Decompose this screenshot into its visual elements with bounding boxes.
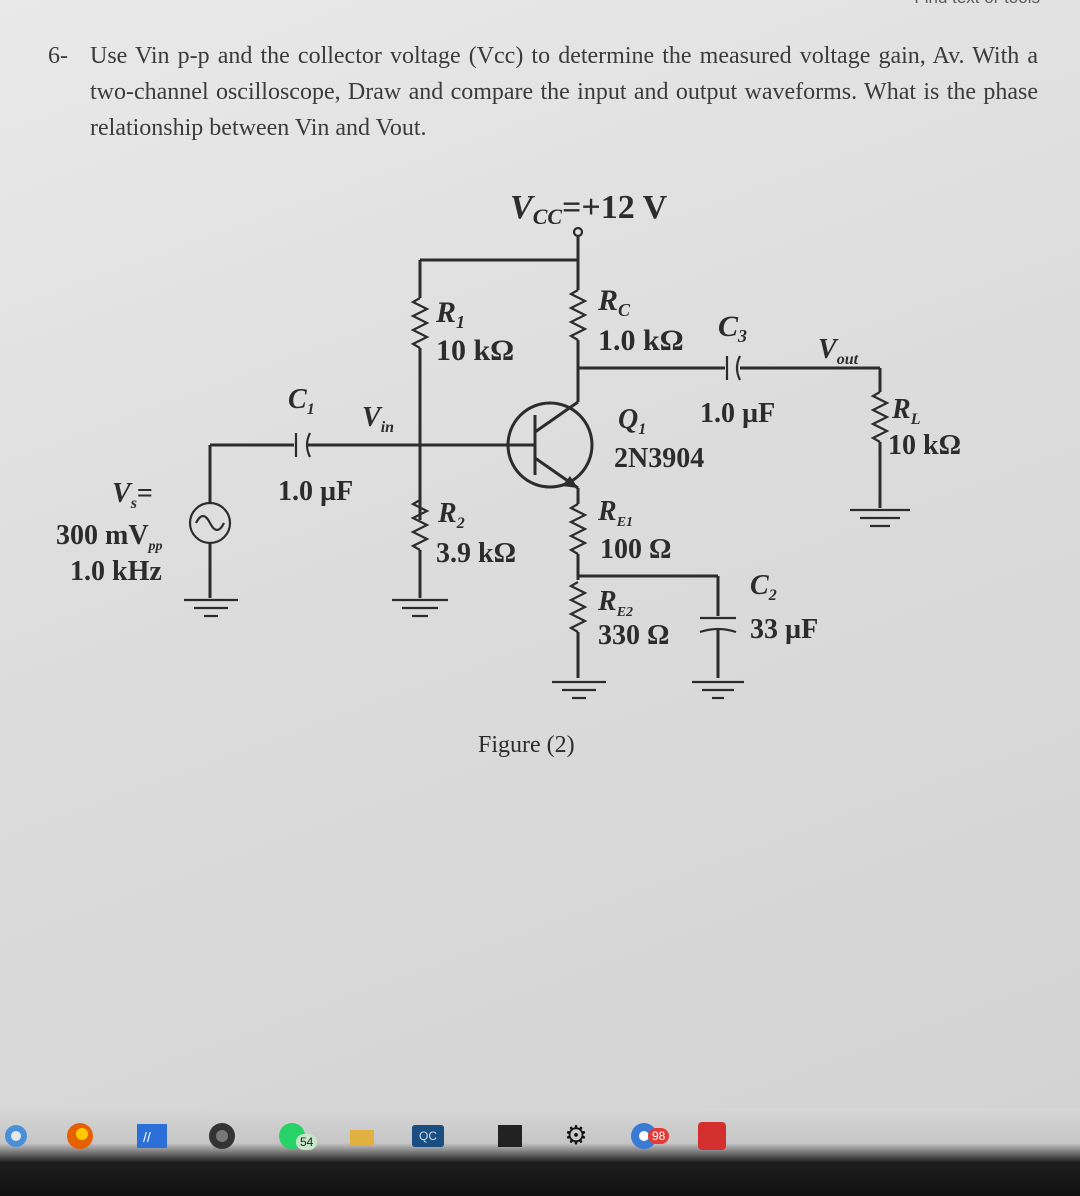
ground-icon-re2 (552, 680, 606, 700)
c3-label: C3 (718, 310, 747, 346)
r2-label: R2 (437, 498, 465, 532)
rc-resistor (568, 289, 588, 341)
r2-value: 3.9 kΩ (436, 538, 516, 569)
chrome-badge: 98 (648, 1128, 670, 1144)
r2-resistor (410, 499, 430, 551)
re1-value: 100 Ω (600, 534, 671, 565)
question-number: 6- (48, 43, 68, 69)
rc-value: 1.0 kΩ (598, 324, 684, 357)
ground-icon-r2 (392, 598, 448, 618)
rl-label: RL (891, 394, 921, 428)
browser-icon[interactable] (0, 1120, 32, 1152)
re2-value: 330 Ω (598, 620, 669, 651)
ground-icon-rl (850, 508, 910, 528)
file-icon[interactable] (346, 1120, 378, 1152)
question-text: Use Vin p-p and the collector voltage (V… (90, 43, 1038, 141)
ground-icon-c2 (692, 680, 744, 700)
q1-part: 2N3904 (614, 443, 704, 474)
settings-gear-icon[interactable]: ⚙ (564, 1121, 588, 1151)
vcc-terminal (572, 226, 584, 238)
vin-label: Vin (362, 402, 394, 436)
vs-frequency: 1.0 kHz (70, 556, 162, 587)
c1-value: 1.0 µF (278, 476, 353, 507)
c1-plate-b (305, 432, 311, 458)
c2-value: 33 µF (750, 614, 818, 645)
re1-resistor (568, 503, 588, 555)
question-block: 6- Use Vin p-p and the collector voltage… (48, 38, 1038, 146)
firefox-icon[interactable] (64, 1120, 96, 1152)
top-toolbar-text[interactable]: Find text or tools (914, 0, 1040, 8)
c3-plate-b (735, 355, 741, 381)
vout-label: Vout (818, 334, 859, 368)
qc-icon[interactable] (412, 1120, 444, 1152)
svg-text://: // (143, 1129, 151, 1145)
terminal-icon[interactable] (494, 1120, 526, 1152)
obs-icon[interactable] (206, 1120, 238, 1152)
circuit-diagram: VCC=+12 V R1 10 kΩ RC 1.0 kΩ C3 1.0 µF V… (56, 189, 961, 758)
rl-value: 10 kΩ (888, 430, 961, 461)
app-icon[interactable]: // (136, 1120, 168, 1152)
re2-resistor (568, 581, 588, 633)
c2-plate-b (699, 627, 737, 634)
re1-label: RE1 (597, 496, 633, 530)
rl-resistor (870, 391, 890, 443)
ground-icon-source (184, 598, 238, 618)
qc-label: QC (419, 1129, 437, 1143)
c2-label: C2 (750, 570, 777, 604)
r1-resistor (410, 297, 430, 349)
figure-caption: Figure (2) (478, 732, 575, 758)
re2-label: RE2 (597, 586, 633, 620)
r1-value: 10 kΩ (436, 334, 514, 367)
whatsapp-badge: 54 (296, 1134, 318, 1150)
c3-value: 1.0 µF (700, 398, 775, 429)
rc-label: RC (597, 284, 631, 320)
pdf-reader-icon[interactable] (696, 1120, 728, 1152)
q1-label: Q1 (618, 404, 646, 438)
taskbar: // 54 QC ⚙ 98 (0, 1108, 1080, 1196)
vs-label: Vs= (112, 478, 153, 512)
r1-label: R1 (435, 296, 465, 332)
c1-label: C1 (288, 384, 315, 418)
vcc-label: VCC=+12 V (510, 189, 668, 229)
emitter-arrow-icon (562, 476, 578, 488)
vs-amplitude: 300 mVpp (56, 520, 163, 554)
